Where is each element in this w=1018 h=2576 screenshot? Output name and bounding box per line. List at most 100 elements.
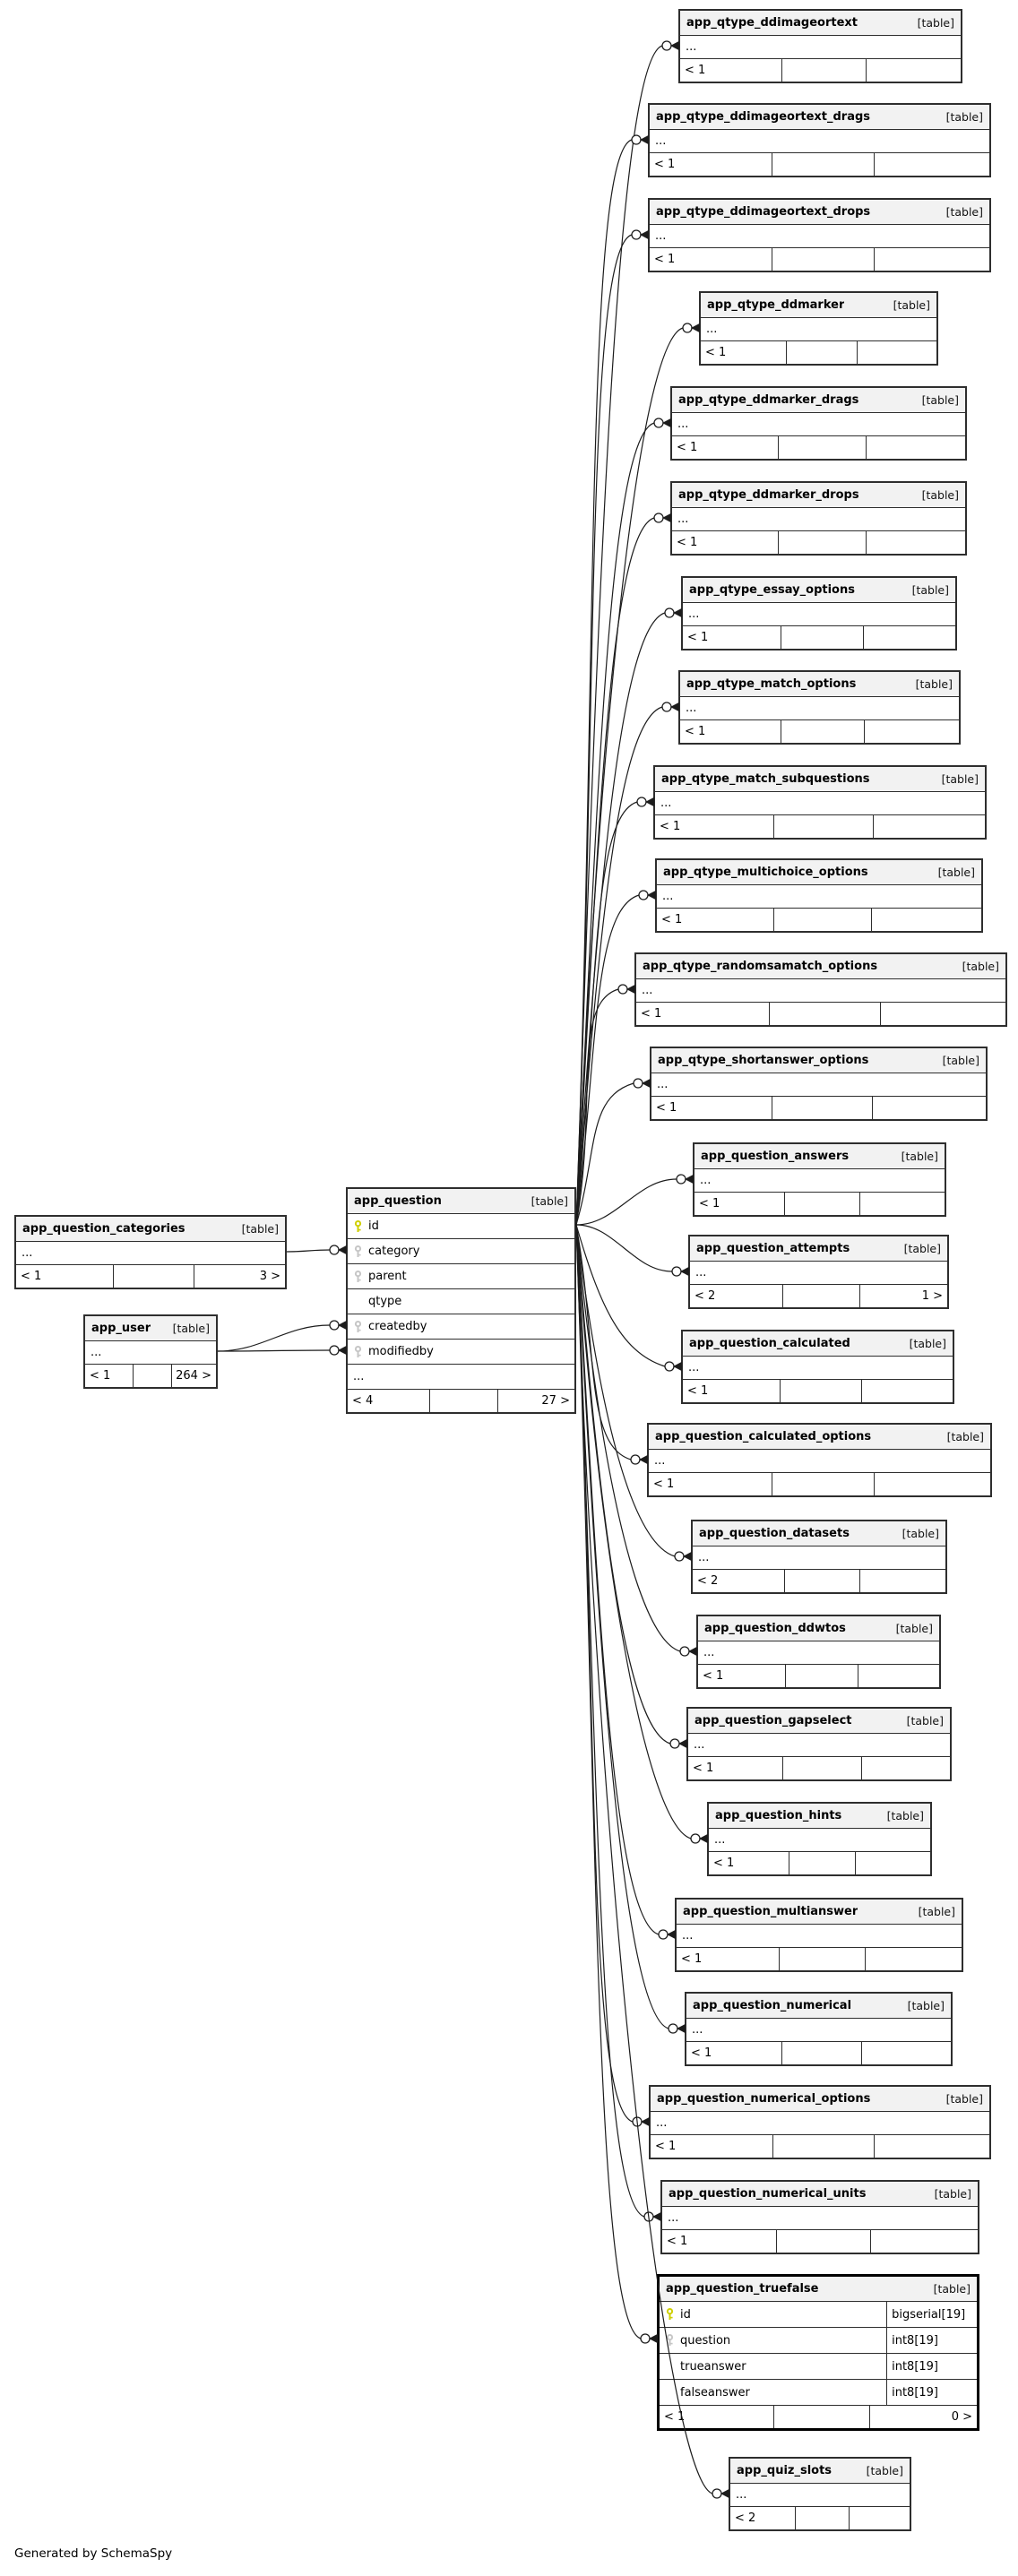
stats-spacer — [781, 2042, 861, 2064]
table-type-badge: [table] — [903, 1242, 941, 1255]
column-label: trueanswer — [680, 2359, 746, 2374]
table-app_qtype_ddmarker_drops[interactable]: app_qtype_ddmarker_drops[table]...< 1 — [670, 481, 967, 556]
table-app_qtype_shortanswer_options[interactable]: app_qtype_shortanswer_options[table]...<… — [650, 1047, 988, 1121]
schemaspy-credit: Generated by SchemaSpy — [14, 2546, 173, 2561]
table-type-badge: [table] — [941, 772, 979, 786]
table-app_question_ddwtos[interactable]: app_question_ddwtos[table]...< 1 — [696, 1615, 941, 1689]
stats-row: < 1 — [655, 814, 985, 838]
stats-row: < 1 — [650, 152, 989, 176]
table-name: app_qtype_multichoice_options — [663, 866, 868, 879]
table-app_question_numerical_options[interactable]: app_question_numerical_options[table]...… — [649, 2085, 991, 2159]
stats-row: < 1 — [683, 1379, 953, 1402]
foreign-key-icon — [665, 2334, 680, 2347]
table-name: app_quiz_slots — [737, 2464, 833, 2477]
table-name: app_question_attempts — [696, 1242, 850, 1255]
primary-key-icon — [665, 2308, 680, 2321]
table-type-badge: [table] — [934, 2187, 971, 2201]
children-count — [879, 1003, 1005, 1025]
column-label: modifiedby — [368, 1345, 434, 1358]
relationship-edge — [575, 801, 638, 1226]
table-app_qtype_essay_options[interactable]: app_qtype_essay_options[table]...< 1 — [681, 576, 957, 650]
column-label: ... — [642, 984, 653, 997]
table-app_question_answers[interactable]: app_question_answers[table]...< 1 — [693, 1142, 946, 1217]
foreign-key-icon — [353, 1245, 368, 1258]
ellipsis-row: ... — [672, 507, 965, 530]
column-label: ... — [695, 1266, 707, 1279]
column-label: category — [368, 1245, 420, 1258]
table-type-badge: [table] — [909, 1337, 946, 1350]
zero-cardinality-marker — [682, 323, 693, 333]
column-label: ... — [706, 323, 718, 336]
table-app_question_datasets[interactable]: app_question_datasets[table]...< 2 — [691, 1520, 947, 1594]
relationship-edge — [575, 1224, 660, 1935]
stats-row: < 1 — [672, 435, 965, 459]
table-app_qtype_ddimageortext_drags[interactable]: app_qtype_ddimageortext_drags[table]...<… — [648, 103, 991, 177]
table-app_question_numerical[interactable]: app_question_numerical[table]...< 1 — [685, 1992, 953, 2066]
parents-count: < 1 — [691, 2046, 712, 2060]
relationship-edge — [286, 1249, 331, 1253]
stats-spacer — [113, 1265, 194, 1288]
zero-cardinality-marker — [679, 1646, 690, 1657]
parents-count: < 1 — [705, 346, 727, 359]
relationship-edge — [575, 234, 633, 1226]
table-app_question_numerical_units[interactable]: app_question_numerical_units[table]...< … — [660, 2180, 979, 2254]
table-app_qtype_ddmarker[interactable]: app_qtype_ddmarker[table]...< 1 — [699, 291, 938, 366]
column-label: ... — [660, 797, 672, 810]
column-label: question — [680, 2333, 731, 2348]
table-app_question_gapselect[interactable]: app_question_gapselect[table]...< 1 — [686, 1707, 952, 1781]
table-app_qtype_ddmarker_drags[interactable]: app_qtype_ddmarker_drags[table]...< 1 — [670, 386, 967, 461]
table-app_question_calculated_options[interactable]: app_question_calculated_options[table]..… — [647, 1423, 992, 1497]
stats-spacer — [777, 436, 866, 459]
children-count: 3 > — [194, 1265, 285, 1288]
table-name: app_qtype_ddimageortext_drags — [656, 110, 871, 124]
column-label: ... — [688, 1361, 700, 1374]
table-type-badge: [table] — [933, 2282, 971, 2296]
stats-row: < 1 — [686, 2041, 951, 2064]
table-type-badge: [table] — [901, 1150, 938, 1163]
table-app_question_calculated[interactable]: app_question_calculated[table]...< 1 — [681, 1330, 954, 1404]
stats-spacer — [782, 1285, 859, 1307]
children-count — [870, 2230, 978, 2253]
table-app_quiz_slots[interactable]: app_quiz_slots[table]...< 2 — [729, 2457, 911, 2531]
table-app_question_multianswer[interactable]: app_question_multianswer[table]...< 1 — [675, 1898, 963, 1972]
table-header: app_question_hints[table] — [709, 1804, 930, 1828]
children-count — [859, 1570, 945, 1592]
table-app_qtype_multichoice_options[interactable]: app_qtype_multichoice_options[table]...<… — [655, 858, 983, 933]
column-label: id — [680, 2307, 691, 2322]
table-app_qtype_ddimageortext_drops[interactable]: app_qtype_ddimageortext_drops[table]...<… — [648, 198, 991, 272]
table-app_qtype_match_options[interactable]: app_qtype_match_options[table]...< 1 — [678, 670, 961, 745]
stats-spacer — [772, 1097, 872, 1119]
table-header: app_qtype_randomsamatch_options[table] — [636, 954, 1005, 978]
primary-key-icon — [353, 1219, 368, 1233]
parents-count: < 1 — [653, 1478, 675, 1491]
column-label: ... — [677, 513, 689, 526]
column-row-id: id — [348, 1213, 574, 1238]
table-header: app_question_gapselect[table] — [688, 1709, 950, 1733]
zero-cardinality-marker — [632, 2116, 643, 2127]
stats-row: < 1 — [701, 340, 936, 364]
table-app_qtype_randomsamatch_options[interactable]: app_qtype_randomsamatch_options[table]..… — [634, 952, 1007, 1027]
parents-count: < 1 — [693, 1762, 714, 1775]
table-type-badge: [table] — [945, 2092, 983, 2106]
table-name: app_qtype_ddimageortext — [686, 16, 858, 30]
table-app_qtype_match_subquestions[interactable]: app_qtype_match_subquestions[table]...< … — [653, 765, 987, 840]
stats-row: < 1 — [651, 1096, 986, 1119]
ellipsis-row: ... — [662, 2206, 978, 2229]
table-app_qtype_ddimageortext[interactable]: app_qtype_ddimageortext[table]...< 1 — [678, 9, 962, 83]
stats-spacer — [780, 1380, 860, 1402]
table-app_question_hints[interactable]: app_question_hints[table]...< 1 — [707, 1802, 932, 1876]
table-header: app_question_truefalse [table] — [660, 2277, 977, 2301]
children-count — [849, 2507, 910, 2529]
ellipsis-row: ... — [655, 791, 985, 814]
table-name: app_question_truefalse — [666, 2282, 819, 2296]
column-row-createdby: createdby — [348, 1314, 574, 1339]
table-type-badge: [table] — [942, 1054, 979, 1067]
stats-spacer — [773, 2406, 868, 2428]
column-row-modifiedby: modifiedby — [348, 1339, 574, 1364]
